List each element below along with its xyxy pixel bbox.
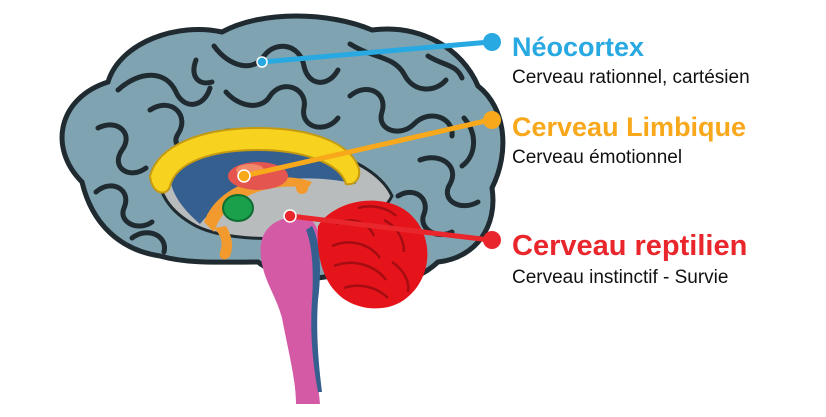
cerebellum bbox=[318, 201, 428, 309]
limbique-subtitle: Cerveau émotionnel bbox=[512, 148, 682, 167]
amygdala bbox=[223, 195, 253, 221]
reptilien-subtitle: Cerveau instinctif - Survie bbox=[512, 268, 728, 287]
neocortex-subtitle: Cerveau rationnel, cartésien bbox=[512, 68, 750, 87]
pineal-dot bbox=[296, 182, 308, 194]
limbique-title: Cerveau Limbique bbox=[512, 114, 746, 141]
reptilien-title: Cerveau reptilien bbox=[512, 232, 747, 261]
neocortex-title: Néocortex bbox=[512, 34, 644, 61]
